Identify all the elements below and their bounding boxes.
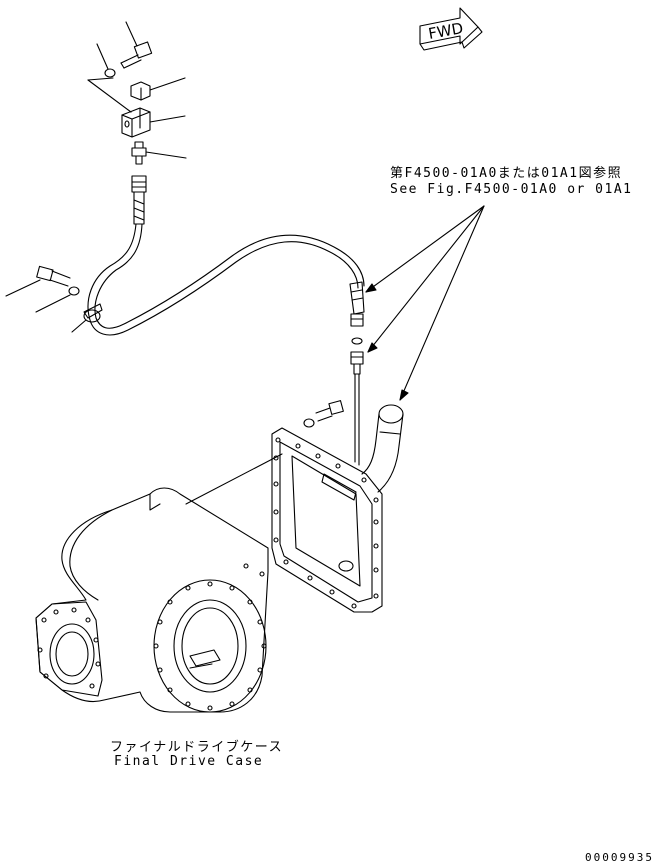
drawing-number: 00009935 — [585, 851, 654, 864]
top-washer — [97, 44, 115, 77]
elbow-connector — [351, 352, 363, 374]
leader-line — [186, 454, 282, 504]
top-bolt — [121, 22, 152, 68]
reference-arrows — [366, 206, 484, 400]
leader-line — [88, 80, 131, 112]
filler-tube — [362, 405, 403, 492]
final-drive-case-label-english: Final Drive Case — [114, 754, 264, 769]
o-ring — [352, 338, 362, 344]
hose-end-fitting — [132, 176, 146, 224]
hose-line — [88, 224, 358, 335]
cover-plate — [272, 428, 382, 612]
leader-line — [88, 78, 113, 80]
final-drive-case-label-japanese: ファイナルドライブケース — [110, 740, 284, 755]
clamp-block — [122, 108, 185, 137]
left-washer — [36, 287, 79, 312]
reference-japanese: 第F4500-01A0または01A1図参照 — [390, 166, 623, 181]
nut — [131, 78, 185, 100]
fwd-arrow-icon: FWD — [420, 8, 482, 50]
reference-english: See Fig.F4500-01A0 or 01A1 — [390, 182, 633, 197]
left-bolt — [6, 266, 70, 296]
fwd-label: FWD — [427, 19, 465, 43]
cover-bolt — [304, 401, 343, 427]
adapter-fitting — [132, 142, 186, 164]
cover-bolt-holes — [274, 438, 378, 608]
hose-line — [95, 224, 364, 328]
tube-end-fitting — [350, 282, 364, 326]
hose-clip — [72, 304, 102, 332]
final-drive-case — [36, 488, 268, 712]
